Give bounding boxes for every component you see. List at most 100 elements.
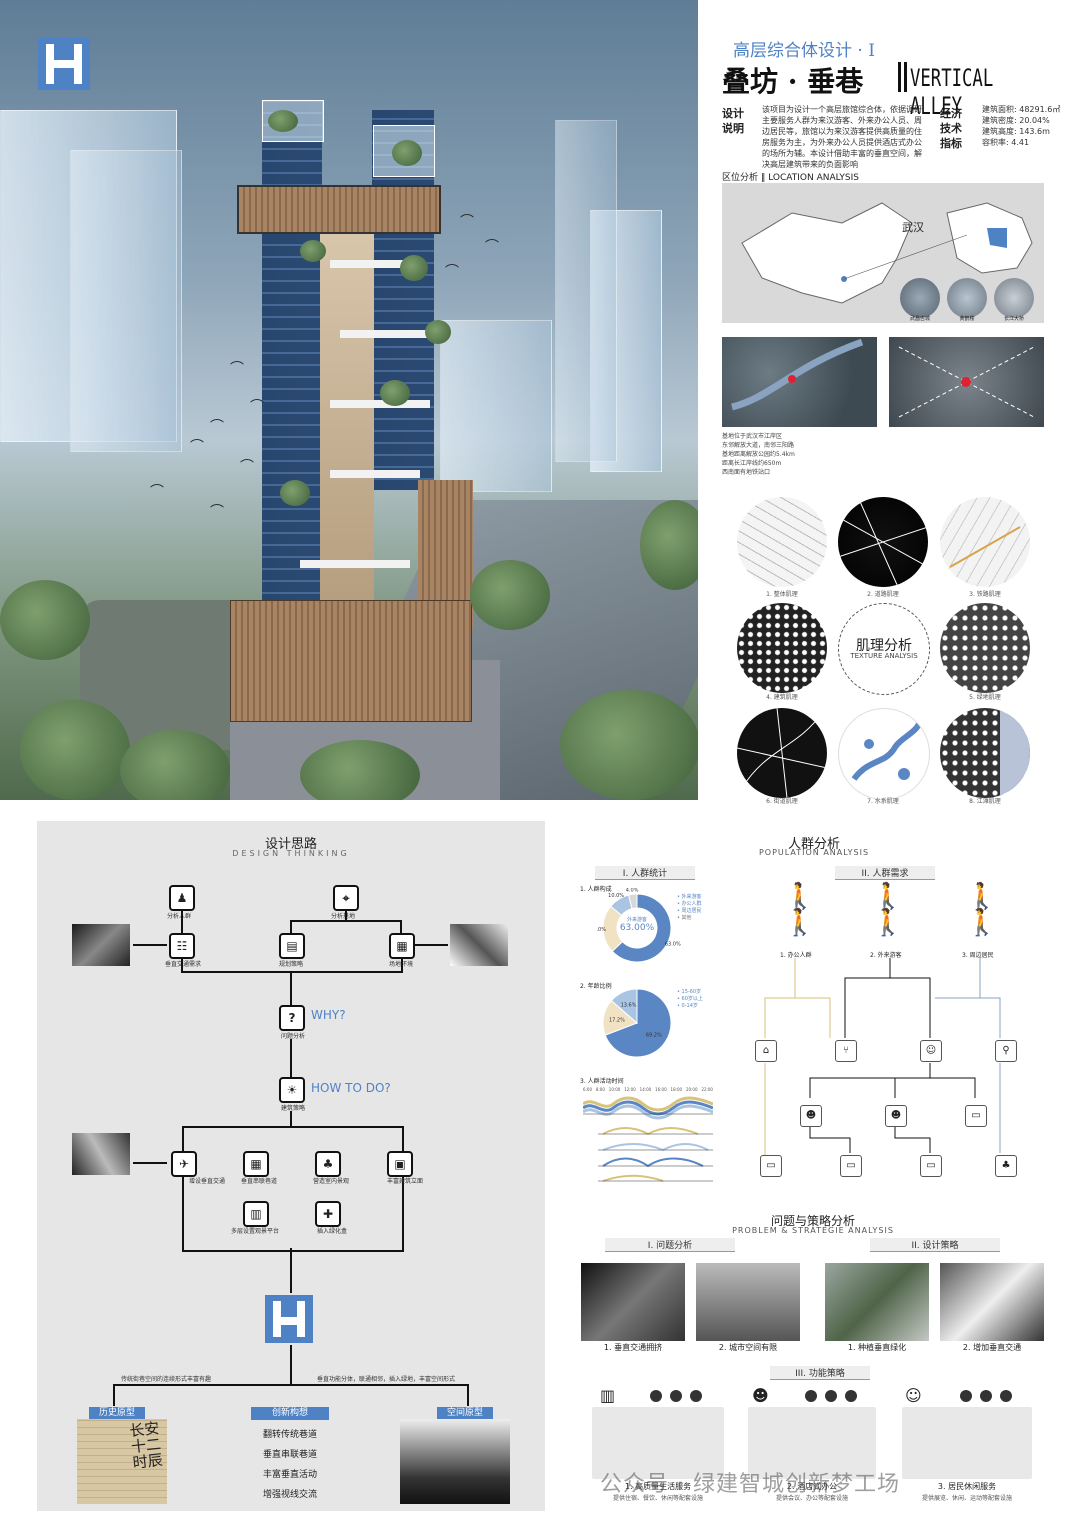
texture-title: 肌理分析 [856,638,912,654]
tree [300,240,326,262]
space-prototype-photo [400,1419,510,1504]
time-tick: 10:00 [608,1087,621,1092]
thumb-caption: 武昌古城 [909,316,930,322]
tree [640,500,698,590]
indicator-dot [670,1390,682,1402]
connector [290,920,402,922]
time-tick: 16:00 [655,1087,667,1092]
innovation-item: 增强视线交流 [262,1490,317,1500]
strategy-label: 插入绿化盒 [317,1228,348,1235]
tree [470,560,550,630]
subsection-header: II. 人群需求 [835,866,935,880]
legend-entry: • 办公人群 [677,900,702,907]
econ-item: 建筑面积: 48291.6㎡ [982,105,1061,114]
tree [20,700,130,800]
design-label: 设计说明 [722,107,744,135]
platform-icon: ▥ [243,1201,269,1227]
tree [268,110,298,132]
page-title-en: VERTICAL ALLEY [910,64,994,120]
bird-icon: ⌒ [230,361,244,377]
indicator-dot [650,1390,662,1402]
indicator-dot [805,1390,817,1402]
terrace [330,470,420,478]
texture-caption: 7. 水系肌理 [867,798,899,805]
texture-circle [737,497,827,587]
texture-circle [838,497,928,587]
pie-slice [627,893,638,910]
project-logo [265,1295,313,1343]
meeting-icon: ⌂ [755,1040,777,1062]
function-subcaption: 提供展览、休闲、运动等配套设施 [921,1495,1012,1502]
bird-icon: ⌒ [150,484,164,500]
chart-title: 1. 人群构成 [580,886,612,893]
texture-circle [940,497,1030,587]
work-icon: ▭ [840,1155,862,1177]
texture-caption: 6. 街道肌理 [766,798,798,805]
background-tower [440,320,552,492]
legend-entry: • 60岁以上 [677,995,703,1002]
strategy-label: 丰富建筑立面 [387,1178,424,1185]
city-label: 武汉 [902,221,924,234]
tree [280,480,310,506]
social-icon: ☻ [800,1105,822,1127]
project-series: 高层综合体设计 · I [733,41,875,61]
tree [300,740,420,800]
function-caption: 3. 居民休闲服务 [937,1482,997,1491]
econ-list: 建筑面积: 48291.6㎡ 建筑密度: 20.04% 建筑高度: 143.6m… [982,104,1072,148]
indicator-dot [960,1390,972,1402]
project-logo [38,38,90,90]
node-label: 垂直交通需求 [165,961,202,968]
terrace [330,400,430,408]
bird-icon: ⌒ [240,459,254,475]
shopping-icon: ☺ [920,1040,942,1062]
vertical-alley [320,220,374,640]
pie-slice [611,893,672,963]
indicator-dot [845,1390,857,1402]
time-tick: 8:00 [595,1087,605,1092]
pie-value-label: 63.0% [665,942,681,948]
innovation-item: 丰富垂直活动 [262,1470,317,1480]
location-note: 基地距离解放公园约5.4km [722,451,795,458]
legend-entry: • 外来游客 [677,893,702,900]
texture-caption: 8. 江滩肌理 [969,798,1001,805]
node-label: 规划策略 [279,961,304,968]
how-label: HOW TO DO? [311,1081,391,1095]
china-map: 武汉 武昌古城 黄鹤楼 长江大桥 [722,183,1044,323]
group-activity-icon: ☻ [885,1105,907,1127]
tag-history: 历史原型 [89,1407,145,1420]
node-label: 问题分析 [281,1033,306,1040]
activity-time-chart [583,1096,713,1182]
strategy-label: 增设垂直交通 [189,1178,226,1185]
china-outline [741,202,1033,304]
crowd-icon: ♟ [169,885,195,911]
bird-icon: ⌒ [210,419,224,435]
time-tick: 22:00 [701,1087,713,1092]
resident-icon: ☺ [905,1386,922,1405]
connector [290,1111,292,1126]
pie-value-label: 4.0% [626,888,639,893]
office-people-figure: 🚶🚶 [783,882,817,938]
tree [400,255,428,281]
tag-innovation: 创新构想 [251,1407,329,1420]
node-label: 建筑策略 [281,1105,306,1112]
pie-slice [610,988,638,1025]
legend-entry: • 15-60岁 [677,988,701,995]
connector [113,1384,469,1386]
thumb-wuchang [900,278,940,318]
location-pin-icon: ⌖ [333,885,359,911]
chart-title: 2. 年龄比例 [580,983,612,990]
title-divider [904,62,907,92]
legend-entry: • 0-14岁 [677,1002,698,1009]
thumb-caption: 长江大桥 [1003,316,1024,322]
tower-west-shaft [262,100,322,640]
bird-icon: ⌒ [190,439,204,455]
tree [120,730,230,800]
legend-entry: • 周边居民 [677,907,702,914]
texture-circle [940,603,1030,693]
location-note: 西南面有地铁站口 [722,469,771,476]
location-note: 东邻解放大道，南邻三阳路 [722,442,795,449]
thumb-bridge [994,278,1034,318]
calligraphy: 长安十二时辰 [128,1419,164,1472]
thumb-caption: 黄鹤楼 [959,316,975,322]
innovation-item: 翻转传统巷道 [262,1430,317,1440]
